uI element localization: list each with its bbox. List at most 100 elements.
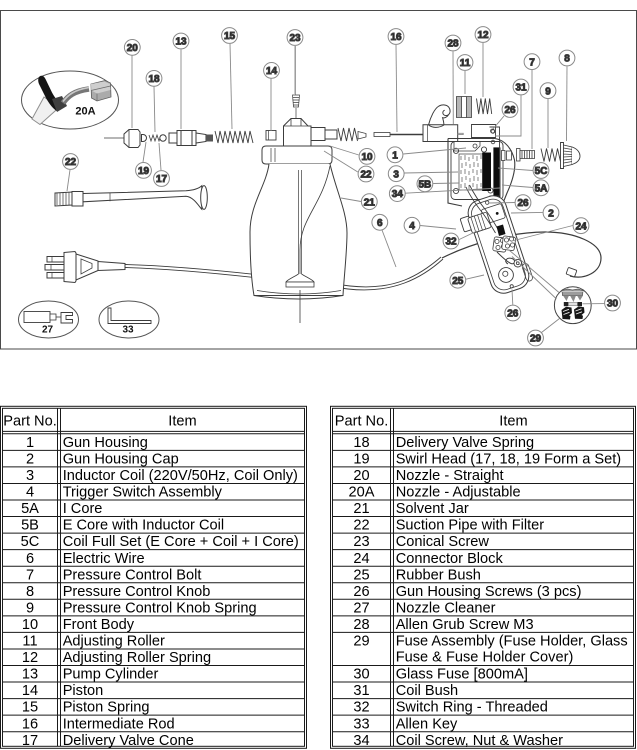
svg-text:5C: 5C (535, 166, 548, 177)
svg-text:28: 28 (353, 617, 369, 633)
svg-text:Swirl Head (17, 18, 19 Form a: Swirl Head (17, 18, 19 Form a Set) (396, 451, 621, 467)
svg-text:31: 31 (515, 83, 527, 94)
svg-text:14: 14 (22, 683, 38, 699)
svg-text:16: 16 (22, 716, 38, 732)
svg-text:33: 33 (353, 716, 369, 732)
svg-text:3: 3 (393, 169, 399, 180)
svg-text:20A: 20A (75, 106, 95, 118)
svg-text:2: 2 (548, 208, 554, 219)
svg-text:Switch Ring - Threaded: Switch Ring - Threaded (396, 700, 548, 716)
svg-text:Gun Housing Cap: Gun Housing Cap (63, 451, 179, 467)
svg-text:24: 24 (575, 221, 587, 232)
svg-text:13: 13 (22, 667, 38, 683)
svg-text:17: 17 (156, 174, 168, 185)
svg-text:Pump Cylinder: Pump Cylinder (63, 667, 159, 683)
svg-text:Pressure Control Knob Spring: Pressure Control Knob Spring (63, 600, 257, 616)
svg-text:10: 10 (361, 152, 373, 163)
svg-text:Trigger Switch Assembly: Trigger Switch Assembly (63, 485, 223, 501)
svg-text:26: 26 (504, 105, 516, 116)
svg-text:Electric Wire: Electric Wire (63, 551, 145, 567)
svg-text:30: 30 (607, 299, 619, 310)
svg-text:12: 12 (22, 650, 38, 666)
svg-text:5A: 5A (535, 183, 548, 194)
svg-text:1: 1 (26, 435, 34, 451)
svg-text:26: 26 (353, 584, 369, 600)
svg-text:3: 3 (26, 468, 34, 484)
svg-text:17: 17 (22, 733, 38, 749)
svg-text:Delivery Valve Spring: Delivery Valve Spring (396, 435, 534, 451)
svg-text:25: 25 (353, 567, 369, 583)
svg-text:Connector Block: Connector Block (396, 551, 504, 567)
svg-text:I Core: I Core (63, 501, 103, 517)
svg-text:27: 27 (42, 325, 54, 336)
svg-text:Rubber Bush: Rubber Bush (396, 567, 481, 583)
svg-text:6: 6 (26, 551, 34, 567)
svg-text:19: 19 (138, 166, 150, 177)
svg-text:20A: 20A (349, 485, 375, 501)
svg-text:29: 29 (530, 334, 542, 345)
svg-text:22: 22 (353, 518, 369, 534)
svg-text:Adjusting Roller: Adjusting Roller (63, 634, 165, 650)
svg-text:Piston: Piston (63, 683, 104, 699)
svg-text:E Core with Inductor Coil: E Core with Inductor Coil (63, 518, 224, 534)
svg-text:8: 8 (564, 54, 570, 65)
svg-text:22: 22 (65, 157, 77, 168)
svg-text:32: 32 (353, 700, 369, 716)
svg-text:7: 7 (529, 57, 535, 68)
svg-text:Piston Spring: Piston Spring (63, 700, 150, 716)
svg-text:11: 11 (460, 58, 471, 69)
svg-text:32: 32 (445, 237, 457, 248)
svg-text:4: 4 (26, 485, 34, 501)
svg-text:14: 14 (266, 66, 278, 77)
svg-text:Fuse & Fuse Holder Cover): Fuse & Fuse Holder Cover) (396, 650, 574, 666)
svg-text:11: 11 (22, 634, 37, 650)
svg-text:Allen Grub Screw M3: Allen Grub Screw M3 (396, 617, 534, 633)
svg-text:20: 20 (127, 43, 139, 54)
svg-text:Part No.: Part No. (335, 414, 389, 430)
svg-text:23: 23 (353, 534, 369, 550)
svg-text:21: 21 (364, 197, 376, 208)
svg-text:Delivery Valve Cone: Delivery Valve Cone (63, 733, 194, 749)
svg-text:Item: Item (499, 414, 527, 430)
svg-text:Coil Full Set (E Core + Coil +: Coil Full Set (E Core + Coil + I Core) (63, 534, 299, 550)
svg-text:Gun Housing: Gun Housing (63, 435, 148, 451)
svg-text:12: 12 (477, 30, 489, 41)
svg-text:18: 18 (353, 435, 369, 451)
svg-text:34: 34 (392, 189, 404, 200)
svg-text:15: 15 (22, 700, 38, 716)
svg-text:Intermediate Rod: Intermediate Rod (63, 716, 175, 732)
svg-text:Nozzle Cleaner: Nozzle Cleaner (396, 600, 496, 616)
svg-text:25: 25 (452, 276, 464, 287)
svg-text:Pressure Control Knob: Pressure Control Knob (63, 584, 211, 600)
svg-text:34: 34 (353, 733, 369, 749)
svg-text:5B: 5B (21, 518, 39, 534)
svg-text:13: 13 (175, 37, 187, 48)
svg-text:27: 27 (353, 600, 369, 616)
svg-text:Nozzle - Adjustable: Nozzle - Adjustable (396, 485, 521, 501)
svg-text:30: 30 (353, 667, 369, 683)
svg-text:Gun Housing Screws (3 pcs): Gun Housing Screws (3 pcs) (396, 584, 582, 600)
svg-text:Coil Screw, Nut & Washer: Coil Screw, Nut & Washer (396, 733, 563, 749)
svg-text:16: 16 (390, 32, 402, 43)
svg-text:Allen Key: Allen Key (396, 716, 458, 732)
svg-text:5A: 5A (21, 501, 39, 517)
svg-text:22: 22 (360, 170, 372, 181)
svg-text:Suction Pipe with Filter: Suction Pipe with Filter (396, 518, 545, 534)
svg-text:19: 19 (353, 451, 369, 467)
svg-text:23: 23 (289, 33, 301, 44)
svg-text:Inductor Coil (220V/50Hz, Coil: Inductor Coil (220V/50Hz, Coil Only) (63, 468, 298, 484)
svg-text:4: 4 (409, 221, 415, 232)
svg-text:6: 6 (377, 218, 383, 229)
svg-text:Adjusting Roller Spring: Adjusting Roller Spring (63, 650, 211, 666)
svg-text:24: 24 (353, 551, 369, 567)
svg-text:Item: Item (168, 414, 196, 430)
svg-text:Pressure Control Bolt: Pressure Control Bolt (63, 567, 202, 583)
svg-text:33: 33 (122, 325, 134, 336)
svg-text:5C: 5C (21, 534, 40, 550)
svg-text:26: 26 (507, 309, 519, 320)
svg-text:29: 29 (353, 634, 369, 650)
svg-text:10: 10 (22, 617, 38, 633)
svg-text:26: 26 (517, 198, 529, 209)
svg-text:21: 21 (353, 501, 369, 517)
svg-text:Nozzle - Straight: Nozzle - Straight (396, 468, 504, 484)
